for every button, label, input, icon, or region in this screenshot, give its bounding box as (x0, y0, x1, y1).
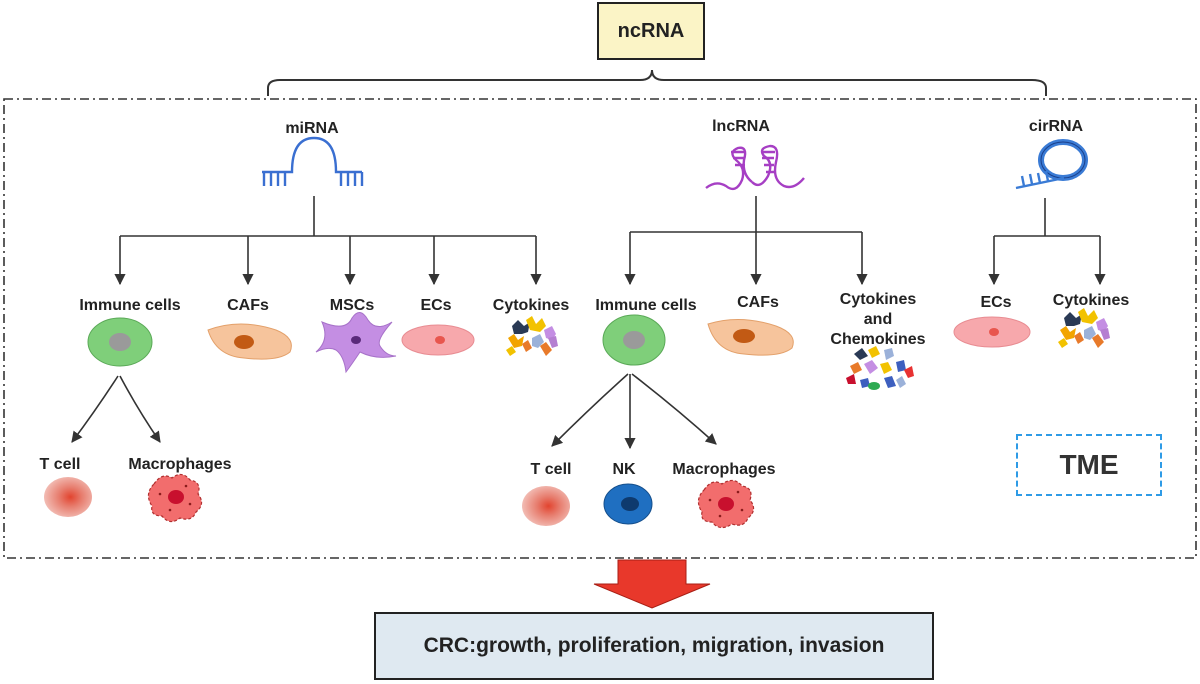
lncrna-tree (551, 196, 868, 450)
lncrna-icon (705, 144, 805, 191)
tme-box: TME (1016, 434, 1162, 496)
lncrna-t-cell-icon (522, 486, 570, 526)
outcome-label: CRC:growth, proliferation, migration, in… (423, 634, 885, 657)
lncrna-chemokines-icon (846, 346, 914, 390)
msc-icon (315, 312, 397, 374)
ncrna-box: ncRNA (597, 2, 705, 60)
lncrna-target-immune-cells: Immune cells (595, 297, 697, 314)
lncrna-caf-icon (707, 318, 794, 356)
cirrna-target-cytokines: Cytokines (1052, 292, 1130, 309)
lncrna-subtype-macrophages: Macrophages (672, 461, 776, 478)
lncrna-subtype-t-cell: T cell (530, 461, 572, 478)
mirna-target-mscs: MSCs (329, 297, 375, 314)
ncrna-label: ncRNA (617, 19, 685, 42)
mirna-cytokines-icon (506, 316, 558, 356)
outcome-arrow (593, 559, 711, 609)
cirrna-target-ecs: ECs (980, 294, 1012, 311)
mirna-subtype-macrophages: Macrophages (128, 456, 232, 473)
mirna-target-immune-cells: Immune cells (79, 297, 181, 314)
mirna-subtype-t-cell: T cell (39, 456, 81, 473)
nk-cell-icon (603, 483, 653, 525)
mirna-immune-cell-icon (87, 317, 153, 367)
mirna-title: miRNA (285, 120, 339, 137)
cirrna-ec-icon (953, 316, 1031, 348)
cirrna-title: cirRNA (1028, 118, 1084, 135)
cirrna-icon (1015, 139, 1088, 190)
lncrna-macrophage-icon (697, 479, 755, 529)
mirna-caf-icon (207, 323, 292, 360)
mirna-target-cafs: CAFs (227, 297, 269, 314)
tme-label: TME (1059, 449, 1119, 480)
mirna-macrophage-icon (147, 473, 203, 523)
cirrna-cytokines-icon (1058, 308, 1110, 348)
tme-border (3, 98, 1197, 559)
lncrna-subtype-nk: NK (612, 461, 636, 478)
mirna-tree (71, 196, 542, 443)
mirna-target-ecs: ECs (420, 297, 452, 314)
mirna-icon (262, 136, 364, 186)
ncrna-brace (267, 69, 1047, 96)
lncrna-title: lncRNA (712, 118, 770, 135)
lncrna-target-cafs: CAFs (737, 294, 779, 311)
mirna-t-cell-icon (44, 477, 92, 517)
cirrna-tree (988, 198, 1106, 286)
mirna-ec-icon (401, 324, 475, 356)
outcome-box: CRC:growth, proliferation, migration, in… (374, 612, 934, 680)
mirna-target-cytokines: Cytokines (492, 297, 570, 314)
lncrna-target-cytokines-chemokines: Cytokines and Chemokines (830, 291, 926, 348)
lncrna-immune-cell-icon (602, 314, 666, 366)
